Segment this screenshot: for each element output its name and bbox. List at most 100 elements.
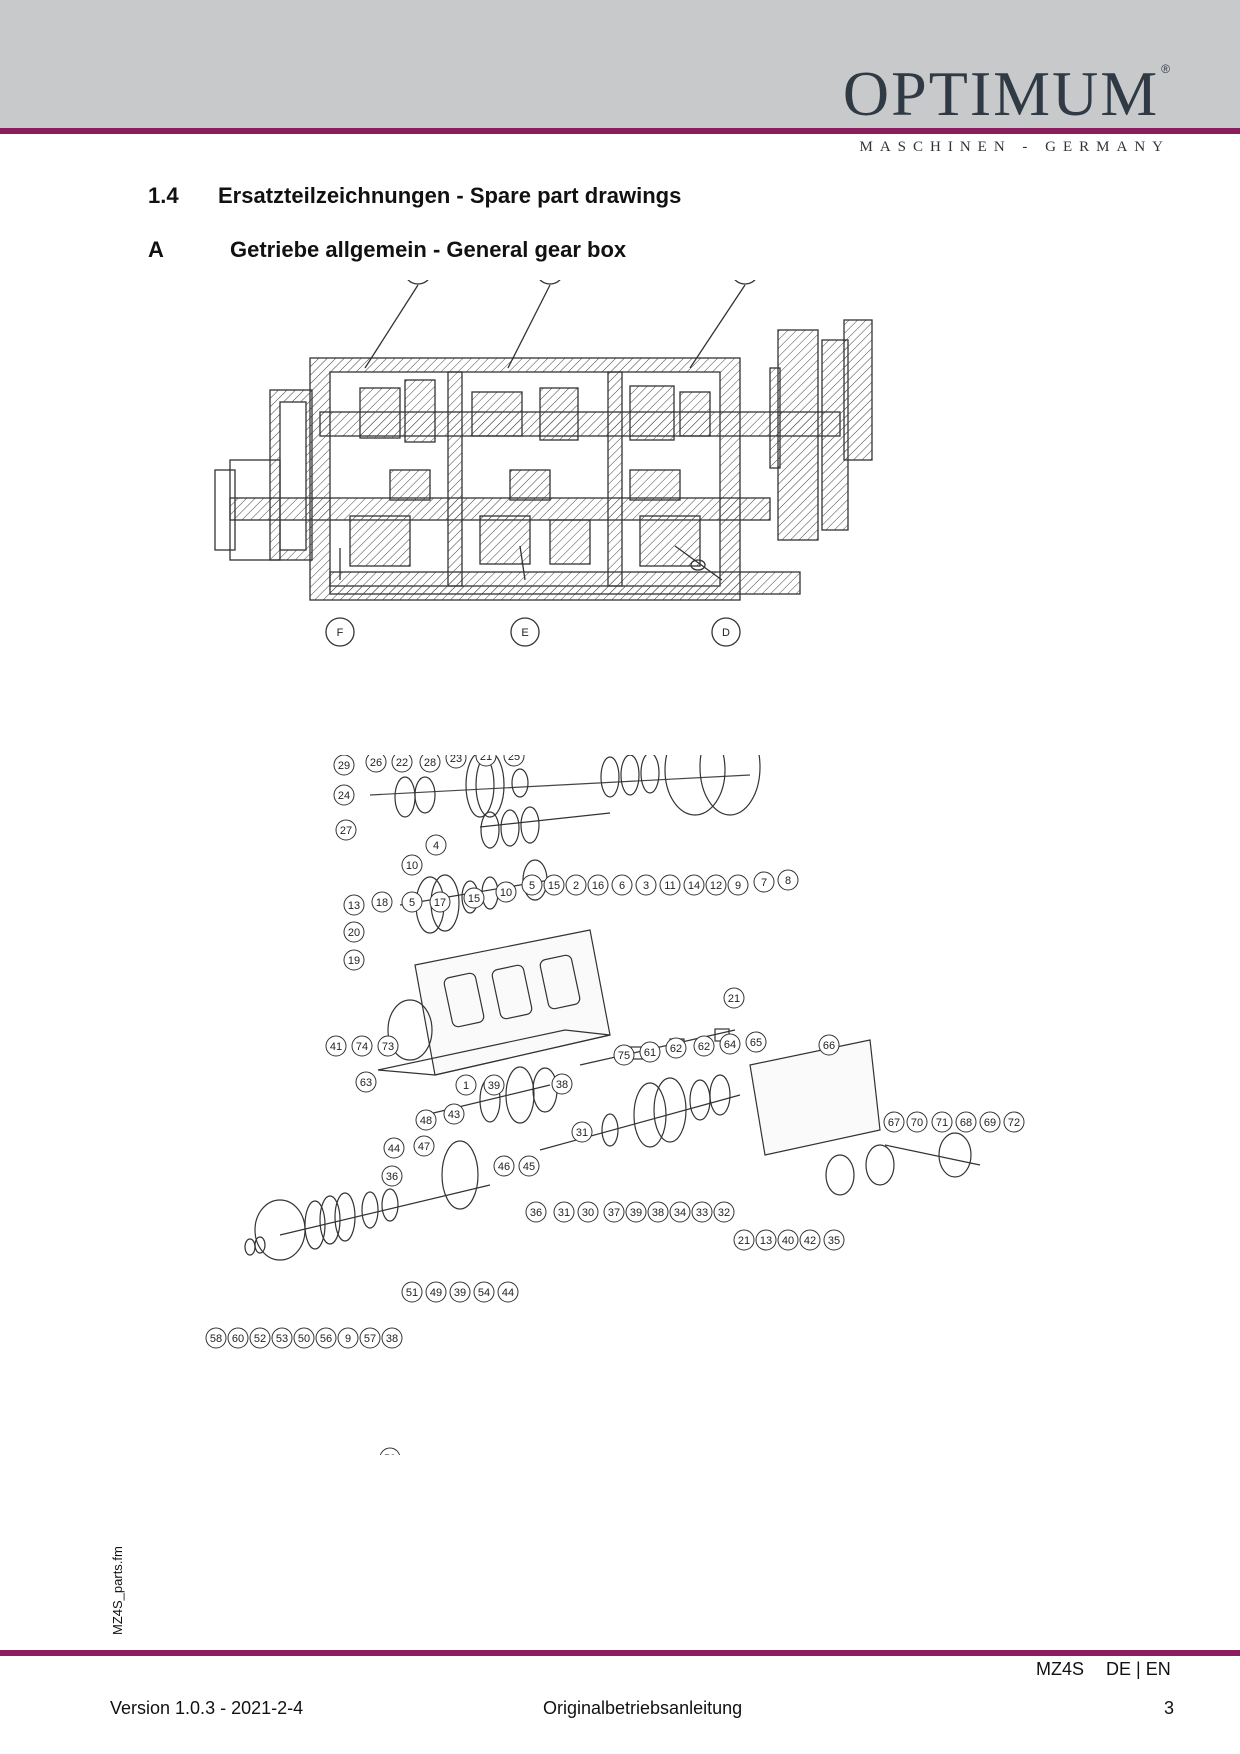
callout-bubble xyxy=(587,874,609,896)
callout-label: 21 xyxy=(728,993,740,1005)
callout-bubble xyxy=(475,755,497,767)
callout-bubble xyxy=(205,1327,227,1349)
callout-label: 23 xyxy=(450,755,462,765)
callout-label: 29 xyxy=(338,760,350,772)
callout-bubble xyxy=(249,1327,271,1349)
callout-label: 51 xyxy=(406,1287,418,1299)
callout-b: B xyxy=(539,280,561,285)
callout-label: 65 xyxy=(750,1037,762,1049)
callout-label: 56 xyxy=(320,1333,332,1345)
callout-bubble xyxy=(383,1137,405,1159)
callout-label: 15 xyxy=(468,893,480,905)
callout-label: 10 xyxy=(500,887,512,899)
callout-bubble xyxy=(777,869,799,891)
callout-label: 26 xyxy=(370,757,382,769)
callout-label: 21 xyxy=(480,755,492,763)
callout-bubble xyxy=(293,1327,315,1349)
callout-label: 62 xyxy=(670,1043,682,1055)
callout-bubble xyxy=(777,1229,799,1251)
callout-label: 12 xyxy=(710,880,722,892)
callout-label: 49 xyxy=(430,1287,442,1299)
callout-label: 43 xyxy=(448,1109,460,1121)
callout-label: 45 xyxy=(523,1161,535,1173)
callout-bubble xyxy=(613,1044,635,1066)
callout-bubble xyxy=(799,1229,821,1251)
callout-label: 73 xyxy=(382,1041,394,1053)
callout-label: 8 xyxy=(785,875,791,887)
callout-bubble xyxy=(415,1109,437,1131)
callout-bubble xyxy=(669,1201,691,1223)
callout-bubble xyxy=(379,1447,401,1455)
callout-bubble xyxy=(647,1201,669,1223)
callout-bubble xyxy=(931,1111,953,1133)
callout-bubble xyxy=(659,874,681,896)
callout-label: 17 xyxy=(434,897,446,909)
callout-bubble xyxy=(883,1111,905,1133)
callout-bubble xyxy=(333,784,355,806)
callout-bubble xyxy=(343,921,365,943)
callout-label: 19 xyxy=(348,955,360,967)
section-number: 1.4 xyxy=(148,183,179,208)
callout-bubble xyxy=(521,874,543,896)
callout-e: E xyxy=(510,617,540,647)
callout-bubble xyxy=(315,1327,337,1349)
callout-label: 21 xyxy=(738,1235,750,1247)
callout-bubble xyxy=(503,755,525,767)
callout-label: 38 xyxy=(652,1207,664,1219)
callout-label: 47 xyxy=(418,1141,430,1153)
callout-label: 69 xyxy=(984,1117,996,1129)
callout-label: 11 xyxy=(664,880,675,892)
callout-bubble xyxy=(955,1111,977,1133)
callout-label: 54 xyxy=(478,1287,490,1299)
callout-bubble xyxy=(413,1135,435,1157)
callout-bubble xyxy=(665,1037,687,1059)
callout-bubble xyxy=(693,1035,715,1057)
footer-document-type: Originalbetriebsanleitung xyxy=(543,1698,743,1718)
callout-bubble xyxy=(377,1035,399,1057)
optimum-logo: OPTIMUM® xyxy=(843,62,1170,126)
logo-subtitle: MASCHINEN - GERMANY xyxy=(859,139,1170,155)
exploded-parts xyxy=(244,755,981,1261)
callout-bubble xyxy=(571,1121,593,1143)
callout-label: 2 xyxy=(573,880,579,892)
callout-label: 20 xyxy=(348,927,360,939)
footer-version: Version 1.0.3 - 2021-2-4 xyxy=(110,1698,304,1718)
callout-label: 44 xyxy=(388,1143,400,1155)
callout-label: 13 xyxy=(760,1235,772,1247)
footer-rule xyxy=(0,1650,1240,1656)
callout-bubble xyxy=(445,755,467,769)
callout-bubble xyxy=(691,1201,713,1223)
callout-bubble xyxy=(565,874,587,896)
callout-bubble xyxy=(473,1281,495,1303)
callout-bubble xyxy=(337,1327,359,1349)
callout-label: E xyxy=(521,627,528,639)
callout-bubble xyxy=(525,1201,547,1223)
callout-label: 48 xyxy=(420,1115,432,1127)
callout-bubble xyxy=(271,1327,293,1349)
callout-label: 4 xyxy=(433,840,439,852)
callout-bubble xyxy=(727,874,749,896)
callout-label: 75 xyxy=(618,1050,630,1062)
callout-label: 66 xyxy=(823,1040,835,1052)
callout-label: 46 xyxy=(498,1161,510,1173)
callout-bubble xyxy=(577,1201,599,1223)
callout-label: 31 xyxy=(576,1127,588,1139)
callout-label: 40 xyxy=(782,1235,794,1247)
callout-label: 37 xyxy=(608,1207,620,1219)
callout-bubble xyxy=(391,755,413,773)
callout-label: 50 xyxy=(298,1333,310,1345)
callout-bubble xyxy=(429,891,451,913)
callout-bubble xyxy=(401,891,423,913)
callout-label: 71 xyxy=(936,1117,948,1129)
callout-bubble xyxy=(705,874,727,896)
callout-label: 9 xyxy=(345,1333,351,1345)
callout-f: F xyxy=(325,617,355,647)
callout-bubble xyxy=(359,1327,381,1349)
callout-bubble xyxy=(603,1201,625,1223)
callout-bubble xyxy=(719,1033,741,1055)
callout-label: 32 xyxy=(718,1207,730,1219)
callout-label: 7 xyxy=(761,877,767,889)
callout-bubble xyxy=(371,891,393,913)
